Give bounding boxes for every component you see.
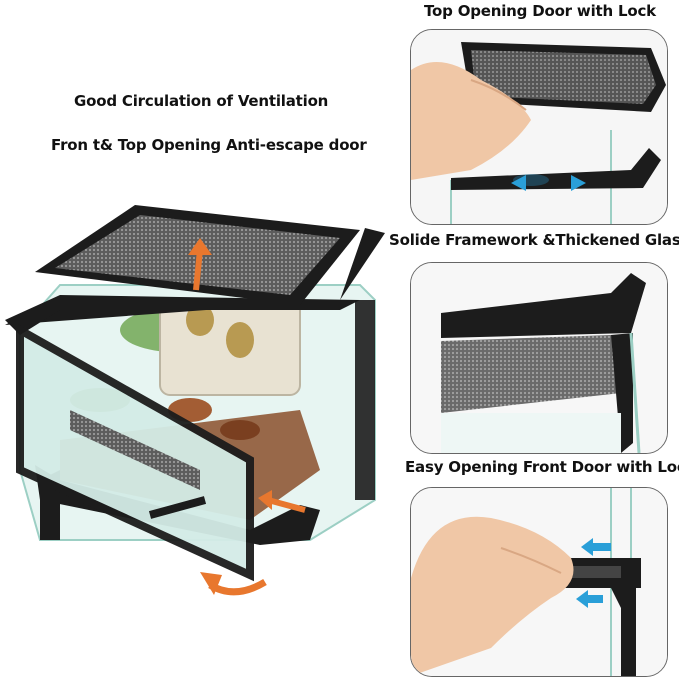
anti-escape-door-caption: Fron t& Top Opening Anti-escape door xyxy=(51,136,367,154)
front-lock-caption: Easy Opening Front Door with Lock xyxy=(405,458,679,476)
framework-caption: Solide Framework &Thickened Glass xyxy=(389,231,679,249)
ventilation-caption: Good Circulation of Ventilation xyxy=(74,92,329,110)
front-door-lock-inset xyxy=(410,487,668,677)
top-lock-caption: Top Opening Door with Lock xyxy=(424,2,656,20)
terrarium-product-image xyxy=(0,175,400,675)
framework-glass-inset xyxy=(410,262,668,454)
top-door-lock-inset xyxy=(410,29,668,225)
